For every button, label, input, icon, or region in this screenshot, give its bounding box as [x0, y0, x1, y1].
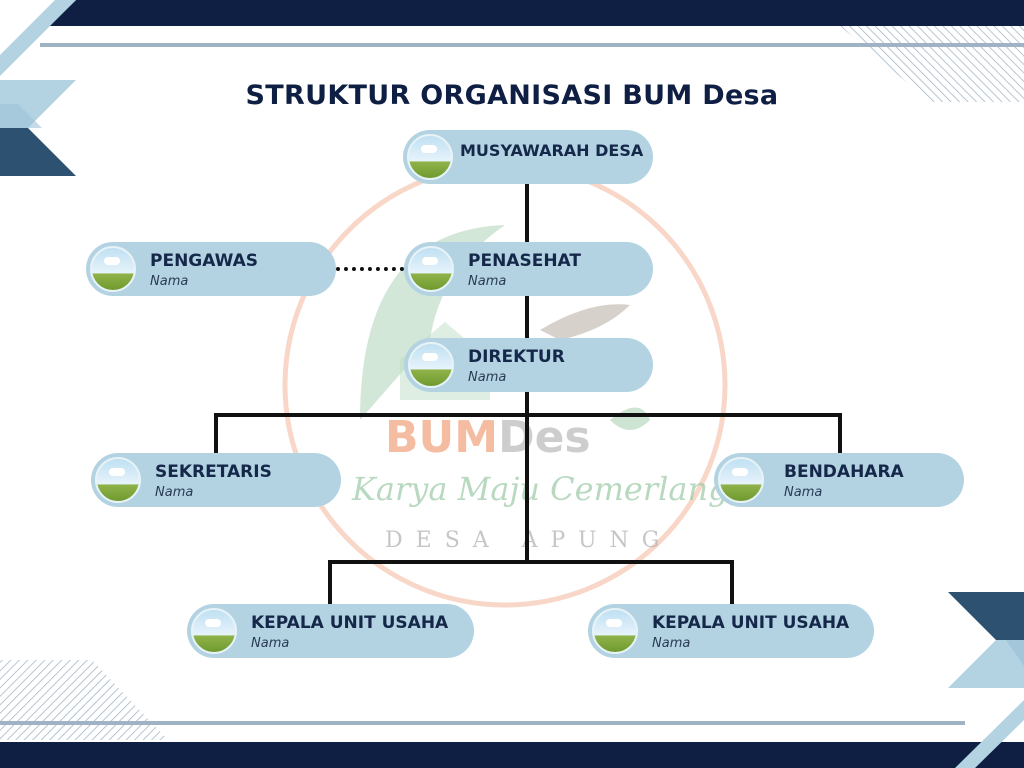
node-subtitle: Nama — [652, 636, 691, 651]
node-subtitle: Nama — [150, 274, 189, 289]
node-subtitle: Nama — [468, 274, 507, 289]
watermark-des: Des — [498, 412, 591, 463]
node-penasehat: PENASEHAT Nama — [404, 242, 653, 296]
connector-to-kepala-unit-1 — [328, 560, 332, 605]
avatar-icon — [408, 342, 454, 388]
diagonal-band-tl — [0, 0, 76, 76]
node-kepala-unit-usaha-1: KEPALA UNIT USAHA Nama — [187, 604, 474, 658]
node-title: PENASEHAT — [468, 251, 581, 271]
connector-direktur-trunk — [525, 392, 529, 564]
diagonal-band-br — [955, 700, 1024, 768]
watermark-bum: BUM — [385, 412, 499, 463]
connector-horizontal-level4 — [328, 560, 734, 564]
bottom-bar — [0, 742, 1024, 768]
page-title: STRUKTUR ORGANISASI BUM Desa — [245, 80, 779, 111]
node-kepala-unit-usaha-2: KEPALA UNIT USAHA Nama — [588, 604, 874, 658]
connector-pengawas-penasehat-dotted — [336, 267, 404, 271]
node-sekretaris: SEKRETARIS Nama — [91, 453, 341, 507]
avatar-icon — [408, 246, 454, 292]
logo-leaf — [360, 225, 505, 420]
watermark-script: Karya Maju Cemerlang — [352, 470, 729, 508]
top-bar — [0, 0, 1024, 26]
node-title: KEPALA UNIT USAHA — [652, 613, 850, 633]
node-title: MUSYAWARAH DESA — [460, 141, 644, 160]
avatar-icon — [407, 134, 453, 180]
top-rule — [40, 43, 1024, 47]
connector-penasehat-direktur — [525, 296, 529, 339]
logo-bird-icon — [540, 304, 630, 340]
connector-to-kepala-unit-2 — [730, 560, 734, 605]
node-title: DIREKTUR — [468, 347, 565, 367]
connector-to-sekretaris — [214, 413, 218, 453]
node-title: PENGAWAS — [150, 251, 259, 271]
node-subtitle: Nama — [251, 636, 290, 651]
node-subtitle: Nama — [784, 485, 823, 500]
connector-horizontal-level3 — [214, 413, 842, 417]
avatar-icon — [90, 246, 136, 292]
avatar-icon — [592, 608, 638, 654]
avatar-icon — [191, 608, 237, 654]
connector-musyawarah-penasehat — [525, 184, 529, 244]
hatch-bottom-left — [0, 660, 168, 740]
node-subtitle: Nama — [468, 370, 507, 385]
node-direktur: DIREKTUR Nama — [404, 338, 653, 392]
node-title: SEKRETARIS — [155, 462, 272, 482]
avatar-icon — [718, 457, 764, 503]
watermark-brand: BUMDes — [385, 412, 591, 463]
watermark-village: DESA APUNG — [385, 528, 673, 553]
chevron-dark-left — [0, 128, 76, 176]
node-pengawas: PENGAWAS Nama — [86, 242, 336, 296]
logo-sprout-icon — [610, 407, 650, 430]
chevron-dark-right — [948, 592, 1024, 640]
node-bendahara: BENDAHARA Nama — [714, 453, 964, 507]
hatch-top-right — [840, 26, 1024, 102]
connector-to-bendahara — [838, 413, 842, 453]
bottom-rule — [0, 721, 965, 725]
chevron-light-right — [948, 640, 1024, 688]
avatar-icon — [95, 457, 141, 503]
node-subtitle: Nama — [155, 485, 194, 500]
node-title: BENDAHARA — [784, 462, 904, 482]
node-title: KEPALA UNIT USAHA — [251, 613, 449, 633]
node-musyawarah-desa: MUSYAWARAH DESA — [403, 130, 653, 184]
